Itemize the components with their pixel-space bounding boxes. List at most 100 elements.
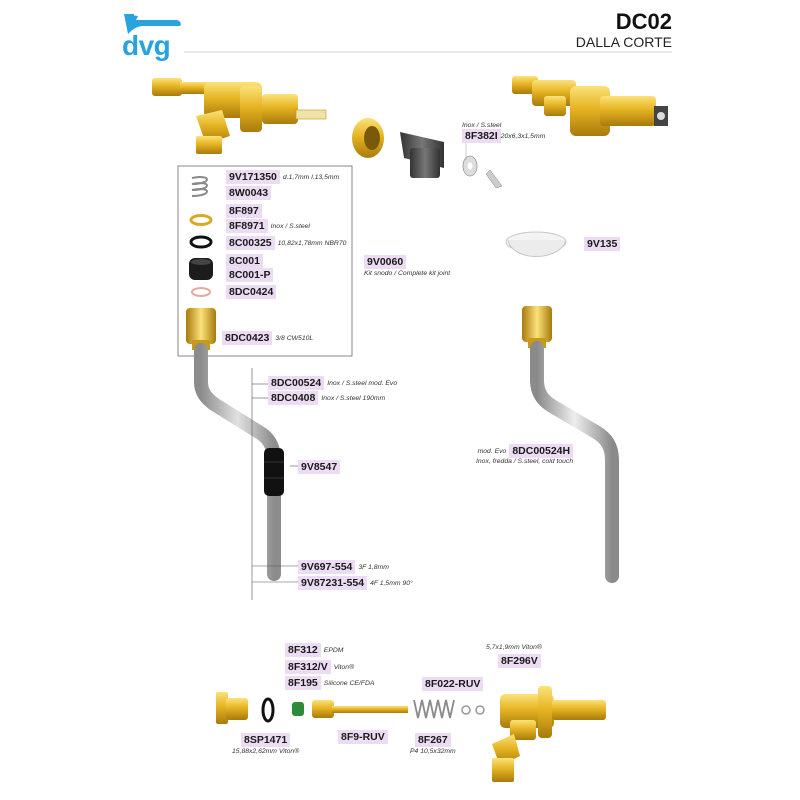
label-9v0060: 9V0060 Kit snodo / Complete kit joint <box>364 252 450 277</box>
label-8dc0408: 8DC0408 Inox / S.steel 190mm <box>268 391 385 405</box>
code-8dc00524: 8DC00524 <box>268 376 325 390</box>
oring-8sp1471 <box>261 697 275 723</box>
label-8dc00524: 8DC00524 Inox / S.steel mod. Evo <box>268 376 397 390</box>
brand-block: DC02 DALLA CORTE <box>575 9 672 51</box>
note-9v87231-554: 4F 1,5mm 90° <box>370 579 413 587</box>
label-8f267: 8F267 P4 10,5x32mm <box>410 730 456 755</box>
note-8sp1471: 15,88x2,62mm Viton® <box>232 748 300 755</box>
maker-title: DALLA CORTE <box>575 34 672 50</box>
code-8dc00524h: 8DC00524H <box>509 444 574 458</box>
note-8f8971: Inox / S.steel <box>270 222 310 230</box>
code-8f312: 8F312 <box>285 643 321 657</box>
code-9v87231-554: 9V87231-554 <box>298 576 368 590</box>
code-8dc0424: 8DC0424 <box>226 285 277 299</box>
code-8f267: 8F267 <box>414 733 451 747</box>
label-8f382i: Inox / S.steel 8F382I 20x6,3x1,5mm <box>462 122 545 143</box>
valve-body-left <box>152 78 327 154</box>
label-8dc00524h: mod. Evo 8DC00524H Inox, fredda / S.stee… <box>476 444 574 465</box>
note-9v697-554: 3F 1,8mm <box>358 563 389 571</box>
code-8f9-ruv: 8F9-RUV <box>338 730 388 744</box>
label-8dc0423: 8DC0423 3/8 CW510L <box>222 331 313 345</box>
cap-nut <box>352 118 384 158</box>
cap-9v135 <box>505 231 567 257</box>
note-8f267: P4 10,5x32mm <box>410 748 456 755</box>
code-8f022-ruv: 8F022-RUV <box>422 677 484 691</box>
label-8f312v: 8F312/V Viton® <box>285 660 354 674</box>
steam-wand-right <box>530 341 619 583</box>
code-9v171350: 9V171350 <box>226 170 280 184</box>
diffuser-cone <box>400 132 444 178</box>
label-8sp1471: 8SP1471 15,88x2,62mm Viton® <box>232 730 299 755</box>
pin-8f9-ruv <box>312 700 408 718</box>
label-8c00325: 8C00325 10,82x1,78mm NBR70 <box>226 236 346 250</box>
code-8f296v: 8F296V <box>498 654 541 668</box>
label-8c001-p: 8C001-P <box>226 268 274 282</box>
valve-body-bottom <box>500 686 606 740</box>
steam-wand-left <box>194 343 281 581</box>
model-title: DC02 <box>615 9 672 34</box>
valve-body-right <box>512 76 668 136</box>
code-9v8547: 9V8547 <box>298 460 341 474</box>
code-8c001: 8C001 <box>226 254 263 268</box>
code-8f195: 8F195 <box>285 676 321 690</box>
oring-8f296v <box>475 705 485 715</box>
ring-8dc0424 <box>191 287 211 297</box>
note-8f382i: 20x6,3x1,5mm <box>500 132 546 140</box>
code-8f8971: 8F8971 <box>226 219 268 233</box>
code-8f382i: 8F382I <box>462 129 501 143</box>
logo-wordmark: dvg <box>122 30 171 61</box>
spring-8f267 <box>413 699 455 719</box>
label-8f296v: 5,7x1,9mm Viton® 8F296V <box>486 644 542 669</box>
label-8c001: 8C001 <box>226 254 263 268</box>
oring-8c00325 <box>189 235 213 249</box>
note-8dc0423: 3/8 CW510L <box>275 334 314 342</box>
note-8dc0408: Inox / S.steel 190mm <box>321 394 386 402</box>
note-8dc00524h-left: mod. Evo <box>477 447 507 455</box>
label-9v171350: 9V171350 d.1,7mm l.13,5mm <box>226 170 339 184</box>
spring-9v171350 <box>191 176 208 197</box>
note-8f296v: 5,7x1,9mm Viton® <box>486 644 542 651</box>
seal-8f312 <box>292 702 304 716</box>
label-9v8547: 9V8547 <box>298 460 341 474</box>
label-8dc0424: 8DC0424 <box>226 285 277 299</box>
label-8f897: 8F897 <box>226 204 262 218</box>
dvg-faucet-logo-icon <box>124 14 181 34</box>
code-9v135: 9V135 <box>584 237 621 251</box>
note-8f195: Silicone CE/FDA <box>323 679 375 687</box>
label-8f195: 8F195 Silicone CE/FDA <box>285 676 374 690</box>
code-8f312v: 8F312/V <box>285 660 331 674</box>
note-8c00325: 10,82x1,78mm NBR70 <box>277 239 347 247</box>
label-9v135: 9V135 <box>584 237 621 251</box>
clip <box>485 169 503 189</box>
label-8w0043: 8W0043 <box>226 186 272 200</box>
washer-8f022 <box>461 705 471 715</box>
note-8dc00524: Inox / S.steel mod. Evo <box>327 379 398 387</box>
label-8f022-ruv: 8F022-RUV <box>422 677 484 691</box>
note-8f312v: Viton® <box>333 663 355 671</box>
code-8c001-p: 8C001-P <box>226 268 274 282</box>
fitting-8sp1471 <box>216 692 248 724</box>
code-8c00325: 8C00325 <box>226 236 275 250</box>
label-9v87231-554: 9V87231-554 4F 1,5mm 90° <box>298 576 413 590</box>
note-8f312: EPDM <box>323 646 344 654</box>
code-8w0043: 8W0043 <box>226 186 272 200</box>
code-8f897: 8F897 <box>226 204 262 218</box>
washer-8f897 <box>189 214 213 226</box>
note-9v0060: Kit snodo / Complete kit joint <box>364 270 451 277</box>
code-8dc0423: 8DC0423 <box>222 331 273 345</box>
note-8dc00524h-below: Inox, fredda / S.steel, cold touch <box>476 458 574 465</box>
label-9v697-554: 9V697-554 3F 1,8mm <box>298 560 389 574</box>
grip-9v8547 <box>264 448 284 496</box>
code-8sp1471: 8SP1471 <box>241 733 291 747</box>
gasket-8c001 <box>189 258 213 280</box>
code-8dc0408: 8DC0408 <box>268 391 319 405</box>
note-8f382i-top: Inox / S.steel <box>462 122 502 129</box>
note-9v171350: d.1,7mm l.13,5mm <box>282 173 340 181</box>
elbow-bottom <box>492 734 520 782</box>
label-8f9-ruv: 8F9-RUV <box>338 730 388 744</box>
label-8f312: 8F312 EPDM <box>285 643 343 657</box>
washer-8f382i <box>462 155 478 177</box>
kit-box <box>177 165 353 357</box>
code-9v0060: 9V0060 <box>364 255 407 269</box>
